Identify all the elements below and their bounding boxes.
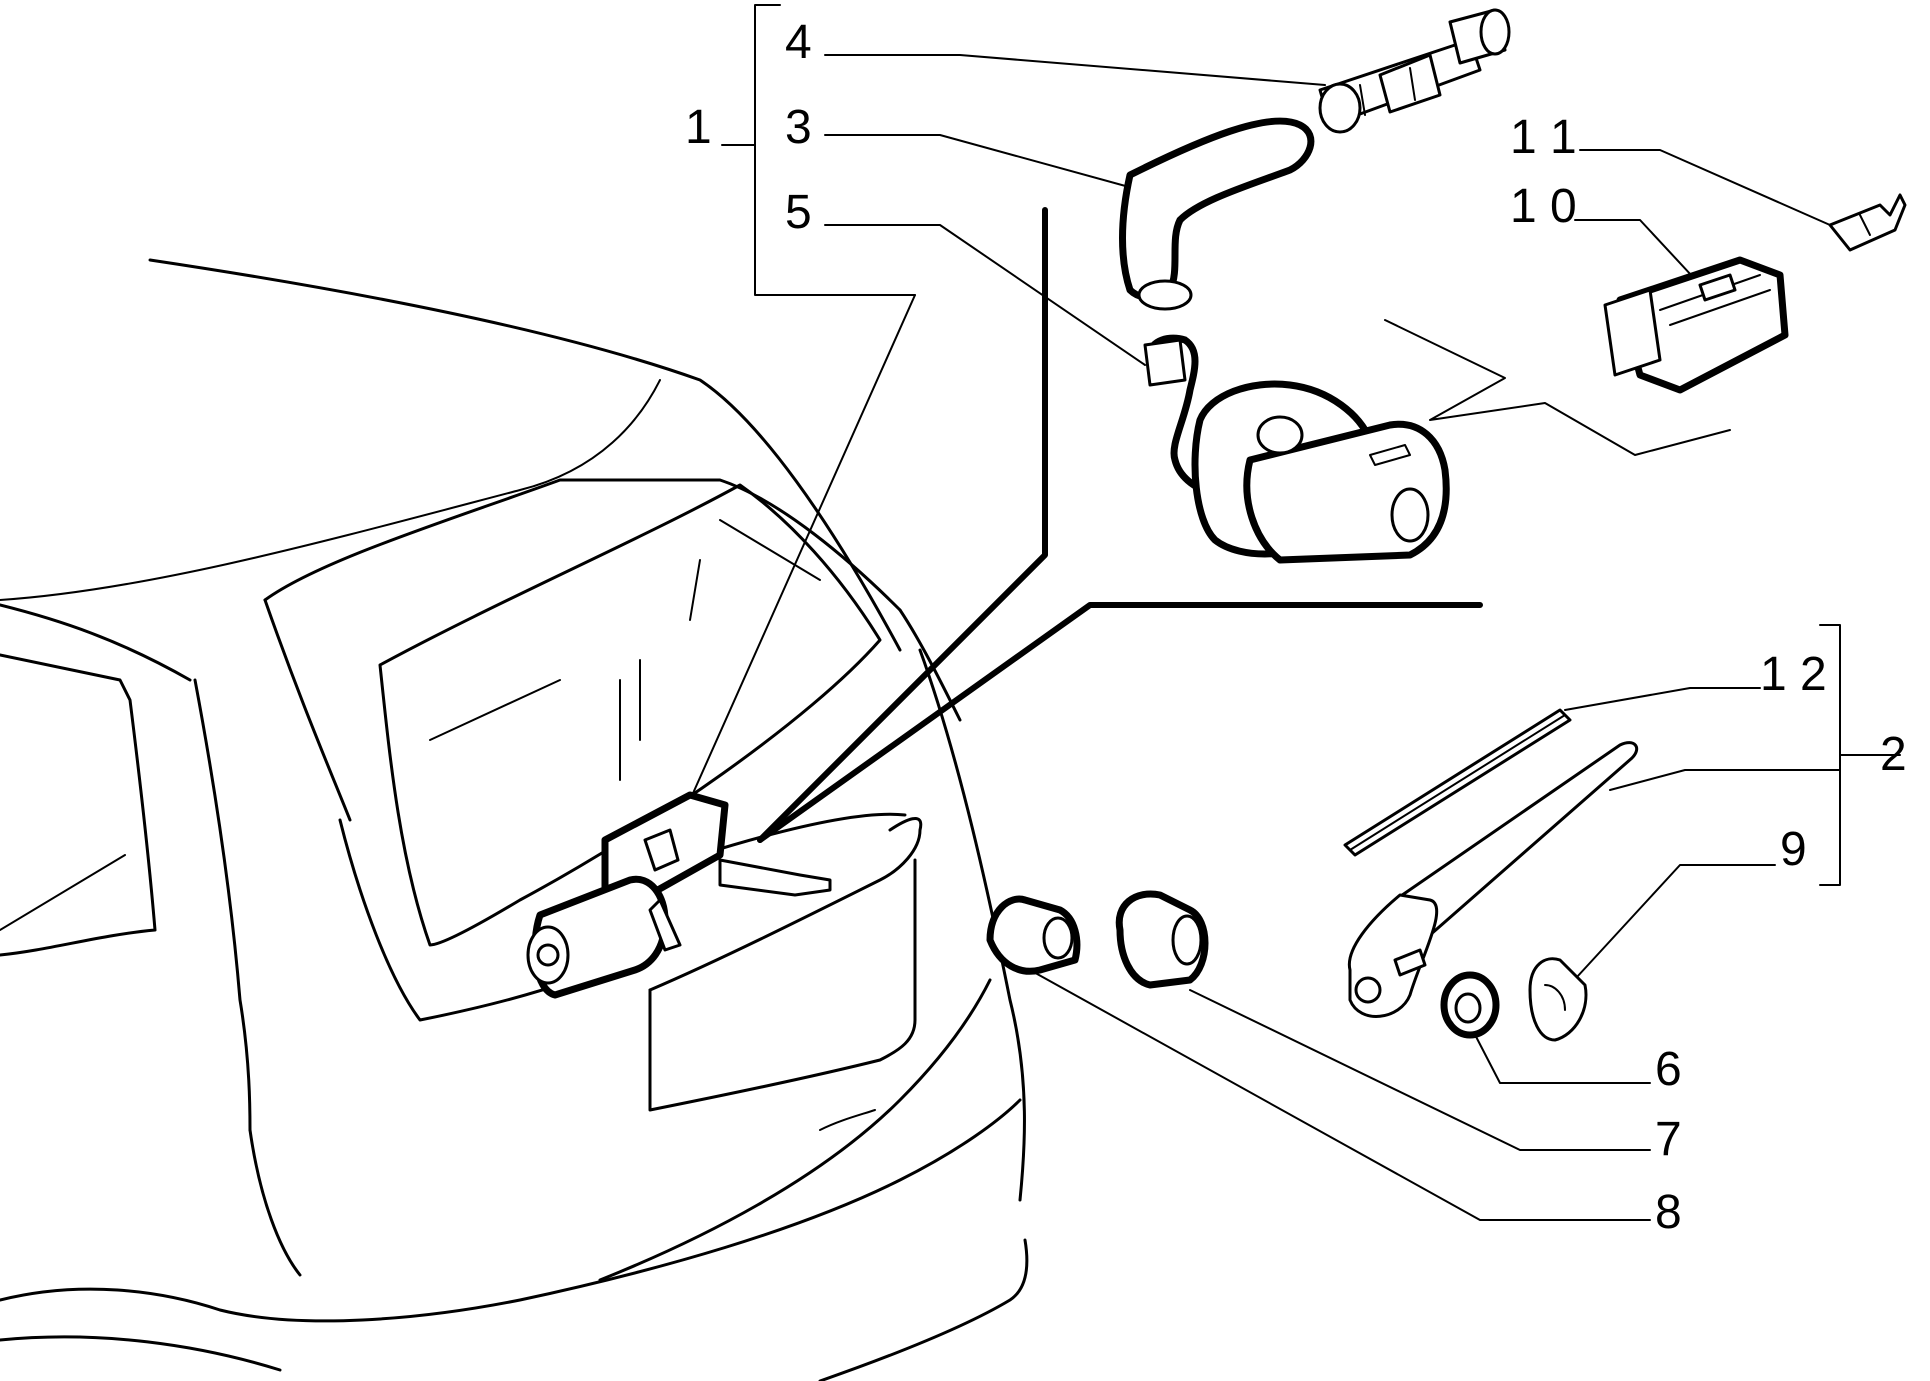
- callout-12: 1 2: [1760, 648, 1827, 701]
- spindle-nut-part: [1440, 971, 1500, 1039]
- car-body-outline: [0, 258, 1029, 1381]
- callout-10: 1 0: [1510, 180, 1577, 233]
- leader-lines: [689, 4, 1901, 1221]
- grommet-part: [1115, 890, 1209, 989]
- callout-7: 7: [1655, 1113, 1682, 1166]
- terminal-part: [1828, 193, 1907, 252]
- washer-hose-elbow-part: [1119, 117, 1315, 311]
- hose-connector-part: [1318, 8, 1511, 134]
- nut-cover-cap-part: [1528, 957, 1588, 1042]
- wiper-blade-part: [1343, 708, 1572, 857]
- callout-1: 1: [685, 101, 712, 154]
- callout-8: 8: [1655, 1186, 1682, 1239]
- callout-3: 3: [785, 101, 812, 154]
- seal-bush-part: [986, 895, 1081, 975]
- callout-9: 9: [1780, 823, 1807, 876]
- callout-4: 4: [785, 16, 812, 69]
- callout-6: 6: [1655, 1043, 1682, 1096]
- callout-2: 2: [1880, 728, 1907, 781]
- washer-pump-motor-part: [1143, 334, 1450, 564]
- callout-5: 5: [785, 186, 812, 239]
- rear-wiper-motor-part: [526, 791, 832, 999]
- electrical-connector-part: [1603, 256, 1789, 394]
- callout-11: 1 1: [1510, 111, 1577, 164]
- wiper-arm-part: [1347, 741, 1639, 1018]
- callout-labels: 4 1 3 5 1 1 1 0 1 2 2 9 6 7 8: [685, 16, 1907, 1239]
